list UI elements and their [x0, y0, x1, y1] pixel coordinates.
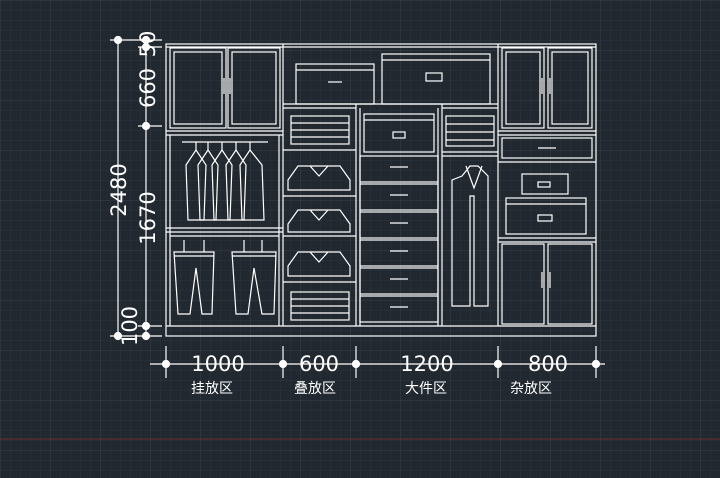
large-items-zone — [359, 53, 498, 323]
drawer — [359, 267, 439, 295]
long-coat-icon — [451, 165, 489, 307]
dim-width-large: 1200 — [400, 352, 453, 376]
zone-label-storage: 杂放区 — [510, 381, 552, 397]
dim-top-trim: 50 — [136, 31, 160, 58]
wardrobe-outline — [165, 43, 597, 337]
vertical-dimension-lines — [110, 35, 162, 341]
hanging-trousers-icon — [173, 240, 277, 315]
hanging-zone — [166, 47, 283, 326]
dim-bottom-plinth: 100 — [118, 306, 142, 346]
drawer — [359, 211, 439, 239]
drawer — [359, 183, 439, 211]
horizontal-dimension-line — [150, 346, 605, 378]
dim-width-folded: 600 — [299, 352, 339, 376]
width-label-3: 1200 大件区 — [400, 352, 453, 397]
dim-width-storage: 800 — [528, 352, 568, 376]
storage-zone — [498, 47, 596, 325]
zone-label-folded: 叠放区 — [294, 381, 336, 397]
zone-label-hanging: 挂放区 — [191, 381, 233, 397]
folded-shirt-icon — [287, 251, 351, 277]
drawer — [359, 239, 439, 267]
drawer — [359, 155, 439, 183]
folded-shirt-icon — [287, 165, 351, 191]
hanging-shirts-icon — [185, 142, 265, 221]
dim-middle-section: 1670 — [136, 191, 160, 244]
folded-shirt-icon — [287, 209, 351, 233]
wardrobe-drawing — [165, 43, 597, 337]
width-label-1: 1000 挂放区 — [191, 352, 245, 397]
zone-label-large: 大件区 — [405, 381, 447, 397]
dim-total-height: 2480 — [107, 163, 131, 216]
width-label-4: 800 杂放区 — [510, 352, 568, 397]
width-label-2: 600 叠放区 — [294, 352, 339, 397]
dim-width-hanging: 1000 — [191, 352, 244, 376]
drawer — [359, 295, 439, 323]
dim-upper-cabinet: 660 — [136, 68, 160, 108]
